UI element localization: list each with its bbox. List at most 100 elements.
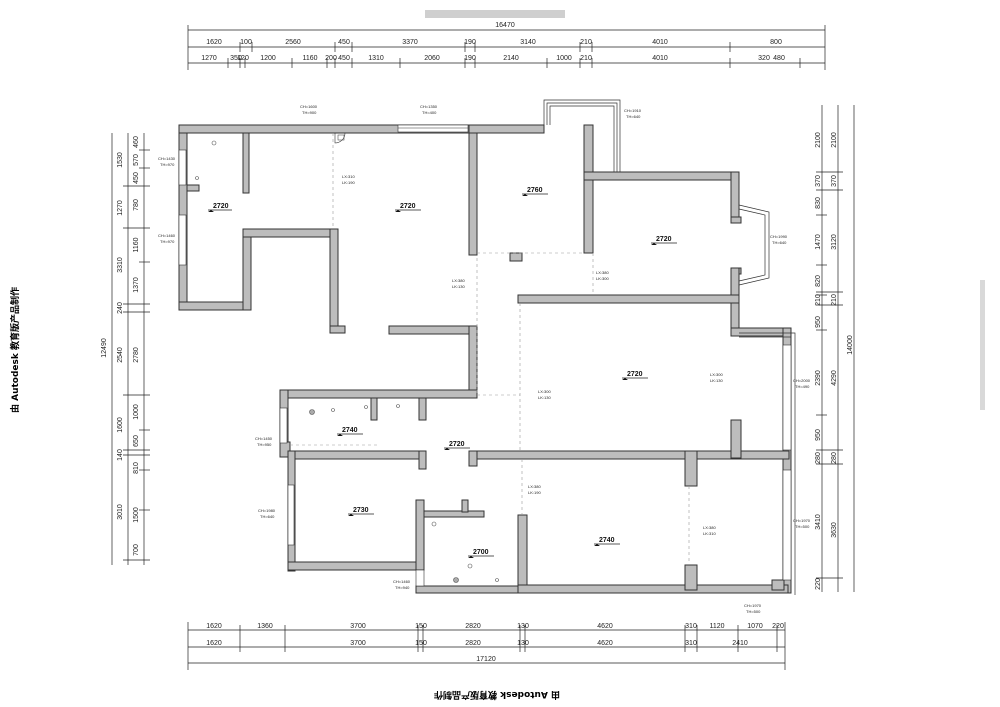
right-dim: 3120	[831, 234, 838, 250]
top-dim: 1000	[556, 55, 572, 62]
room-height-master: 2740	[594, 537, 620, 546]
window-tag: CH=1970	[744, 603, 762, 608]
window-tag: TH=490	[795, 384, 810, 389]
ceiling-light-icon	[467, 563, 473, 569]
bottom-dim: 220	[772, 623, 784, 630]
right-dim: 210	[815, 294, 822, 306]
window-tags: CH=1600 TH=900 CH=1350 TH=400 CH=1910 TH…	[158, 104, 811, 614]
bottom-dim: 310	[685, 623, 697, 630]
window-tag: TH=640	[260, 514, 275, 519]
left-dim: 2540	[117, 347, 124, 363]
window-tag: TH=400	[422, 110, 437, 115]
bottom-dim: 4620	[597, 640, 613, 647]
top-dim: 350	[230, 55, 242, 62]
top-dim: 190	[464, 39, 476, 46]
top-dim: 1160	[302, 55, 317, 62]
top-dim: 3140	[520, 39, 536, 46]
top-dim: 120	[237, 55, 249, 62]
room-height-study: 2720	[208, 203, 232, 212]
floor-drain-icon	[453, 577, 459, 583]
left-dim: 1160	[133, 237, 140, 252]
top-dim: 4010	[652, 39, 668, 46]
right-dimensions: 14000 2100 370 830 1470 820 210 950 2390…	[815, 105, 855, 592]
window-tag: TH=940	[395, 585, 410, 590]
left-watermark: 由 Autodesk 教育版产品制作	[9, 287, 21, 413]
room-height-label: 2700	[473, 549, 489, 556]
bottom-dim: 150	[415, 623, 427, 630]
left-dim: 2780	[133, 347, 140, 363]
left-dim: 3310	[117, 257, 124, 273]
bottom-watermark: 由 Autodesk 教育版产品制作	[434, 689, 560, 701]
beam-tag: LK:190	[342, 180, 355, 185]
beam-tag: LX:300	[710, 372, 723, 377]
room-height-label: 2720	[400, 203, 416, 210]
left-dim: 1370	[133, 277, 140, 293]
left-dim: 1500	[133, 507, 140, 523]
beam-tag: LX:300	[538, 389, 551, 394]
left-dim: 460	[133, 136, 140, 148]
top-dim: 190	[464, 55, 476, 62]
right-dim: 950	[815, 429, 822, 441]
beam-tag: LK:130	[452, 284, 465, 289]
floor-drain-icon	[309, 409, 315, 415]
top-dim: 1310	[368, 55, 384, 62]
beam-tag: LX:380	[703, 525, 716, 530]
bottom-dim: 130	[517, 640, 529, 647]
top-dim: 1200	[260, 55, 276, 62]
top-dim: 450	[338, 55, 350, 62]
beam-tag: LX:380	[528, 484, 541, 489]
window-tag: TH=640	[626, 114, 641, 119]
bottom-dim: 3700	[350, 640, 366, 647]
right-dim: 3630	[831, 522, 838, 538]
right-dim: 280	[831, 452, 838, 464]
left-dim: 650	[133, 435, 140, 447]
beam-tag: LX:380	[596, 270, 609, 275]
window-tag: CH=1980	[258, 508, 276, 513]
left-dim: 570	[133, 154, 140, 166]
room-height-label: 2740	[599, 537, 615, 544]
beam-tag: LK:310	[703, 531, 716, 536]
windows	[178, 99, 796, 595]
room-height-label: 2720	[449, 441, 465, 448]
left-dim: 1000	[133, 404, 140, 420]
right-dim: 370	[815, 175, 822, 187]
window-tag: CH=1460	[393, 579, 411, 584]
window-tag: TH=950	[257, 442, 272, 447]
window-tag: TH=970	[160, 162, 175, 167]
beam-tag: LK:190	[528, 490, 541, 495]
bottom-dim: 130	[517, 623, 529, 630]
window-tag: TH=500	[795, 524, 810, 529]
top-total-dim: 16470	[495, 22, 515, 29]
top-dim: 210	[580, 39, 592, 46]
right-dim: 4290	[831, 370, 838, 386]
room-height-bath-bottom: 2700	[468, 549, 494, 558]
top-dim: 100	[240, 39, 252, 46]
bottom-dim: 150	[415, 640, 427, 647]
top-dim: 2060	[424, 55, 440, 62]
bottom-dim: 1620	[206, 623, 222, 630]
left-dim: 810	[133, 462, 140, 474]
beam-tag: LK:130	[710, 378, 723, 383]
right-dim: 2100	[815, 132, 822, 148]
bottom-dim: 2820	[465, 640, 481, 647]
top-dim: 3370	[402, 39, 418, 46]
bottom-dim: 1620	[206, 640, 222, 647]
window-tag: TH=640	[772, 240, 787, 245]
room-height-label: 2720	[627, 371, 643, 378]
beam-tag: LK:130	[538, 395, 551, 400]
top-dim: 480	[773, 55, 785, 62]
ceiling-light-icon	[211, 140, 217, 146]
top-watermark-fragment	[425, 10, 565, 18]
window-tag: TH=970	[160, 239, 175, 244]
right-dim: 370	[831, 175, 838, 187]
left-dim: 1270	[117, 200, 124, 216]
window-tag: CH=1910	[624, 108, 642, 113]
bottom-dim: 2820	[465, 623, 481, 630]
window-tag: CH=1430	[158, 156, 176, 161]
beam-tag: LX:310	[342, 174, 355, 179]
ceiling-light-icon	[495, 578, 499, 582]
room-height-bedroom-bl: 2730	[348, 507, 374, 516]
bottom-dim: 1070	[747, 623, 763, 630]
beam-tags: LX:310 LK:190 LX:380 LK:130 LX:380 LK:30…	[342, 174, 723, 536]
beam-tag: LK:300	[596, 276, 609, 281]
